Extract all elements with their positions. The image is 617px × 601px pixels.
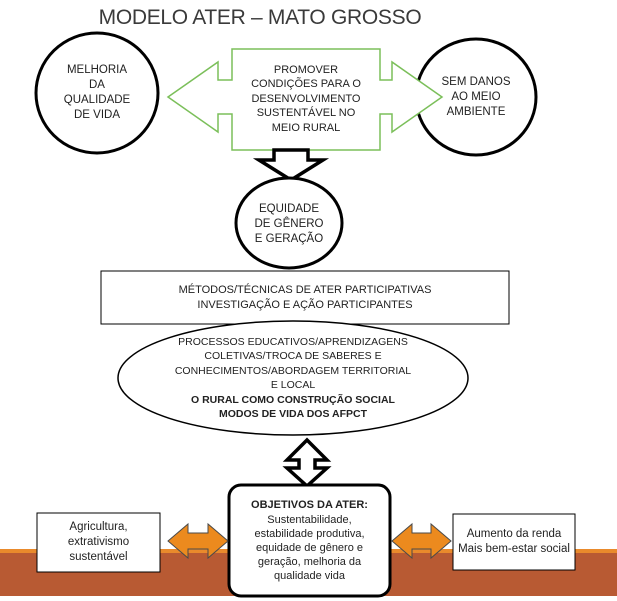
equity-circle <box>234 176 344 270</box>
label-line: DA <box>89 79 105 91</box>
processes-label: PROCESSOS EDUCATIVOS/APRENDIZAGENS COLET… <box>150 333 436 423</box>
label-line: MELHORIA <box>66 64 128 76</box>
label-line: MEIO RURAL <box>271 121 341 134</box>
methods-box <box>100 270 510 325</box>
label-line: equidade de gênero e <box>255 542 364 554</box>
environment-label: SEM DANOS AO MEIO AMBIENTE <box>426 72 526 122</box>
label-line: MÉTODOS/TÉCNICAS DE ATER PARTICIPATIVAS <box>178 283 432 296</box>
label-line: COLETIVAS/TROCA DE SABERES E <box>204 350 382 362</box>
label-line-bold: O RURAL COMO CONSTRUÇÃO SOCIAL <box>191 393 395 406</box>
label-line-bold: MODOS DE VIDA DOS AFPCT <box>219 408 367 420</box>
objectives-box <box>227 483 392 598</box>
label-line: EQUIDADE <box>258 202 320 215</box>
label-line: Sustentabilidade, <box>267 513 352 526</box>
label-line: CONHECIMENTOS/ABORDAGEM TERRITORIAL <box>174 364 412 377</box>
objectives-label: OBJETIVOS DA ATER: Sustentabilidade, est… <box>231 490 388 592</box>
processes-ellipse <box>117 320 469 436</box>
label-line: CONDIÇÕES PARA O <box>251 78 361 91</box>
right-orange-arrow <box>391 522 452 560</box>
label-line: E GERAÇÃO <box>254 232 324 245</box>
label-line: sustentável <box>69 551 128 563</box>
income-box <box>452 513 576 571</box>
down-arrow <box>252 148 330 183</box>
quality-of-life-circle <box>34 31 160 155</box>
label-line: geração, melhoria da <box>257 556 362 569</box>
label-line: PROMOVER <box>273 63 339 76</box>
agriculture-box <box>36 512 161 573</box>
label-line: Mais bem-estar social <box>458 543 570 555</box>
label-line: estabilidade produtiva, <box>254 527 365 540</box>
label-line: E LOCAL <box>270 379 316 391</box>
objectives-heading: OBJETIVOS DA ATER: <box>251 499 368 512</box>
label-line: AO MEIO <box>451 90 501 103</box>
left-orange-arrow <box>167 522 229 560</box>
methods-label: MÉTODOS/TÉCNICAS DE ATER PARTICIPATIVAS … <box>101 271 509 324</box>
up-down-arrow <box>282 437 332 489</box>
label-line: QUALIDADE <box>63 94 131 106</box>
label-line: INVESTIGAÇÃO E AÇÃO PARTICIPANTES <box>197 298 413 311</box>
label-line: DE VIDA <box>73 109 120 121</box>
quality-of-life-label: MELHORIA DA QUALIDADE DE VIDA <box>47 60 147 126</box>
label-line: extrativismo <box>67 536 130 548</box>
label-line: SEM DANOS <box>441 75 511 88</box>
label-line: qualidade vida <box>274 570 345 583</box>
green-double-arrow <box>166 48 444 151</box>
label-line: SUSTENTÁVEL NO <box>256 107 356 120</box>
label-line: Aumento da renda <box>466 528 562 540</box>
label-line: AMBIENTE <box>446 105 506 118</box>
diagram-title: MODELO ATER – MATO GROSSO <box>98 6 422 29</box>
label-line: DESENVOLVIMENTO <box>251 92 361 105</box>
agriculture-label: Agricultura, extrativismo sustentável <box>37 513 160 572</box>
label-line: DE GÊNERO <box>254 217 324 230</box>
equity-label: EQUIDADE DE GÊNERO E GERAÇÃO <box>240 200 338 248</box>
label-line: PROCESSOS EDUCATIVOS/APRENDIZAGENS <box>178 335 408 348</box>
label-line: Agricultura, <box>69 521 128 533</box>
promote-conditions-label: PROMOVER CONDIÇÕES PARA O DESENVOLVIMENT… <box>232 60 380 138</box>
income-label: Aumento da renda Mais bem-estar social <box>453 514 575 570</box>
